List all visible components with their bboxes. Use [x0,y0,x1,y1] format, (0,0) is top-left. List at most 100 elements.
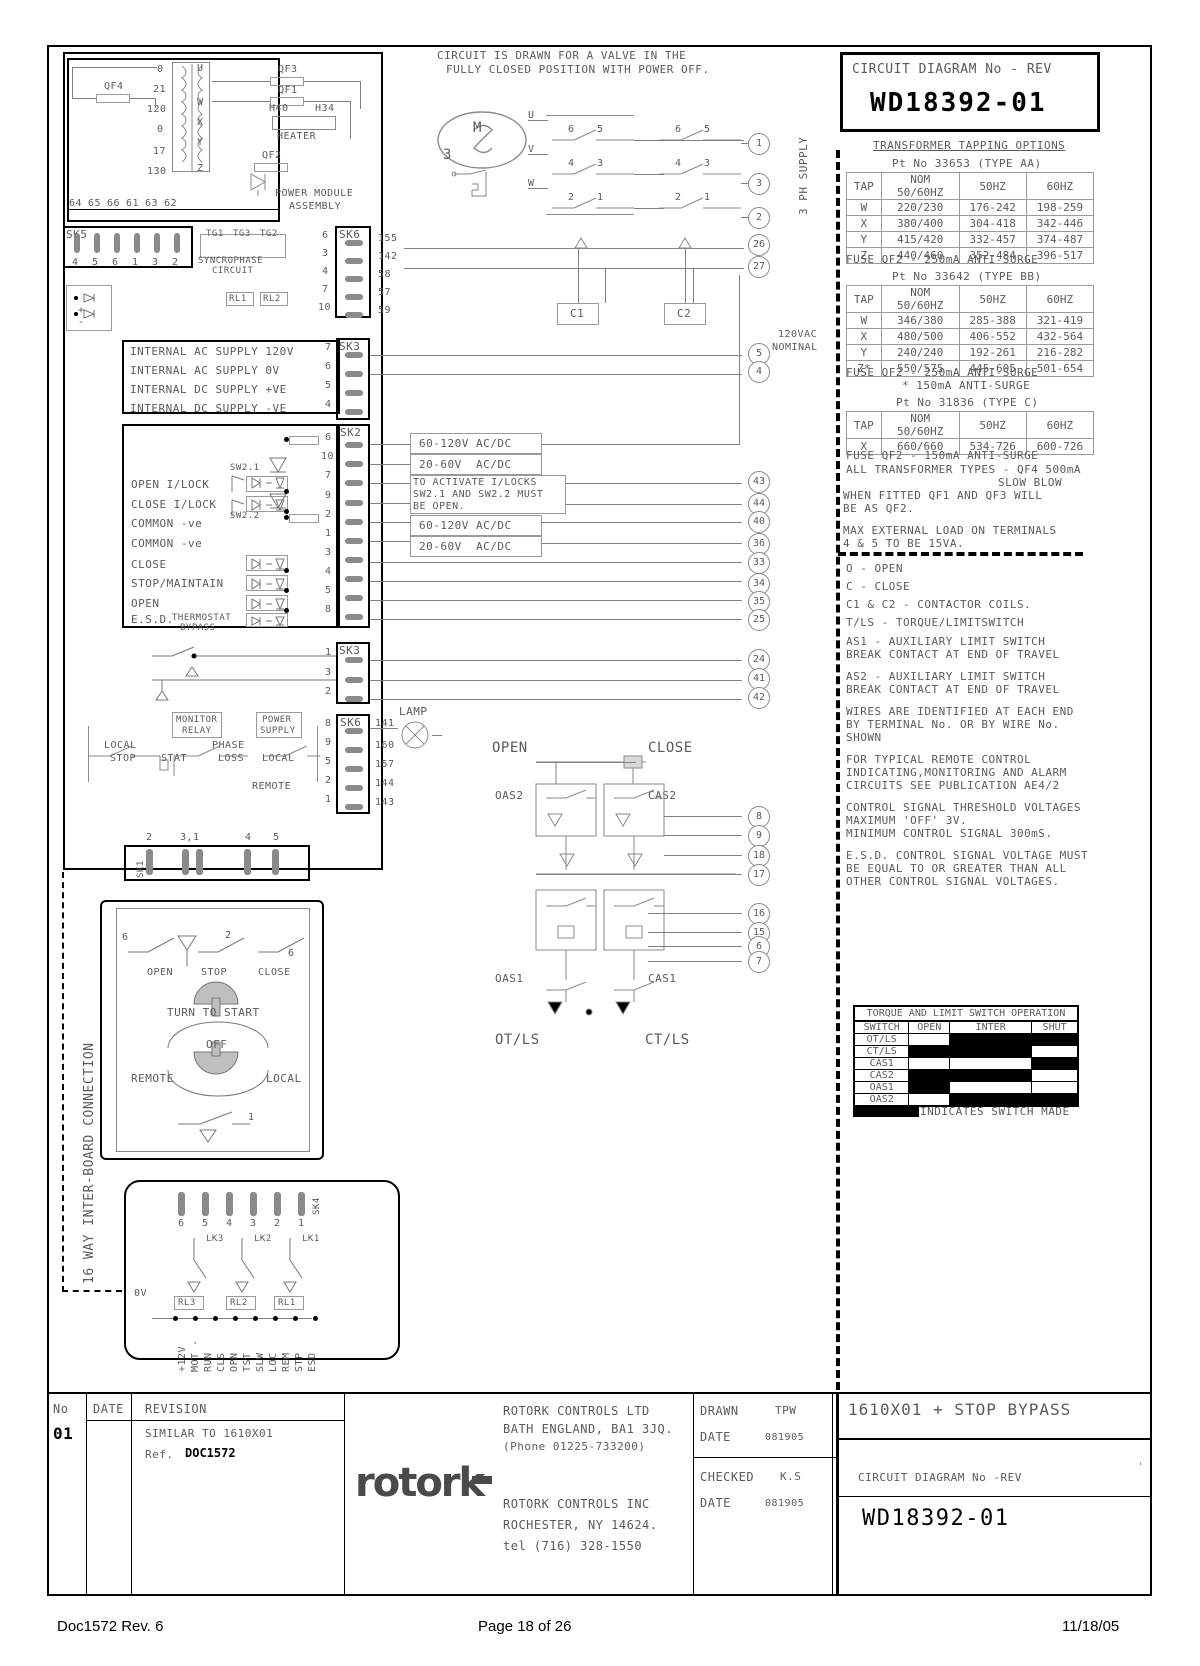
c1-sw-3: 3 [597,158,604,169]
sk6-top-pinbar-4 [345,312,363,318]
top-note-line1: CIRCUIT IS DRAWN FOR A VALVE IN THE [437,49,687,62]
rev-no-label: No [53,1402,69,1416]
sk6l-pinbar-4 [345,804,363,810]
lamp-icon [401,721,429,749]
sw21-label: SW2.1 [230,463,260,473]
top-note-line2: FULLY CLOSED POSITION WITH POWER OFF. [446,63,710,76]
voltage-box-3-label: 60-120V AC/DC [419,519,512,532]
sk6-top-pin-7: 7 [322,284,329,295]
transformer-note-1: SLOW BLOW [998,476,1063,489]
phase-v: V [528,144,535,155]
legend-line-8: WIRES ARE IDENTIFIED AT EACH END [846,705,1074,718]
oas2-label: OAS2 [495,789,524,802]
sk6l-pin-8: 8 [325,718,332,729]
rev-marker: ' [1138,1462,1144,1472]
contactor-arrows [574,237,692,249]
sk6-top-pinbar-2 [345,276,363,282]
winding-letter-u: U [197,63,204,74]
contact-num-6a: 6 [122,932,129,943]
monitor-relay-2: RELAY [182,726,212,736]
terminal-33: 33 [748,552,770,574]
fuse-qf2-label: QF2 [262,150,282,161]
voltage-box-4-label: 20-60V AC/DC [419,540,512,553]
sk2-label-common1: COMMON -ve [131,517,203,530]
legend-line-17: E.S.D. CONTROL SIGNAL VOLTAGE MUST [846,849,1089,862]
c2-sw-6: 6 [675,124,682,135]
sk1-pin-31: 3,1 [180,832,200,843]
legend-line-11: FOR TYPICAL REMOTE CONTROL [846,753,1032,766]
interboard-dash-bottom [62,1290,122,1292]
sk4-pinbar-4 [226,1192,233,1216]
legend-line-2: C1 & C2 - CONTACTOR COILS. [846,598,1032,611]
sk3l-pinbar-2 [345,696,363,702]
sk4-pin-6: 6 [178,1218,185,1229]
stat-label: STAT [161,753,188,764]
pin-label-tst: TST [242,1352,253,1372]
drawing-number-box [840,52,1100,132]
legend-divider [838,552,1083,556]
supply-label: 3 PH SUPPLY [797,136,810,215]
fuse-qf3-label: QF3 [278,64,298,75]
transformer-heading: TRANSFORMER TAPPING OPTIONS [873,139,1066,152]
sk5-pinnum-5: 5 [92,257,99,268]
selector-contacts [88,745,320,776]
tg3-label: TG3 [233,229,251,239]
heater-box [272,116,336,130]
voltage-box-4 [410,536,542,557]
bridge-plus: + [78,305,85,316]
sk6l-wire-143: 143 [375,797,395,808]
sk4-pin-4: 4 [226,1218,233,1229]
sk3-upper-connector [336,338,370,420]
sk6-top-pinbar-1 [345,258,363,264]
sk2-pin-1: 1 [325,528,332,539]
sk1-pin-5: 5 [273,832,280,843]
opto-esd [246,613,288,627]
tap-label-21: 21 [153,84,167,95]
winding-letter-y: Y [197,137,204,148]
sk1-pinbar-4 [272,849,279,875]
sk2-label-open: OPEN [131,597,160,610]
sk5-pinnum-2: 2 [172,257,179,268]
sk6l-pin-9: 9 [325,737,332,748]
c2-sw-4: 4 [675,158,682,169]
terminal-2: 2 [748,207,770,229]
knob-arcs [167,1021,269,1097]
ilock-note-2: SW2.1 AND SW2.2 MUST [413,489,544,500]
syncrophase-label-2: CIRCUIT [212,266,254,276]
rl2b-label: RL2 [230,1298,248,1308]
sk3u-pinbar-3 [345,409,363,415]
sk1-label: SK1 [136,860,146,878]
contactor-coil-c1-label: C1 [570,307,585,320]
remote-knob-label: REMOTE [131,1072,174,1085]
contactor-coil-c2-label: C2 [677,307,692,320]
switch-row-cas1: CAS1 [853,1057,1079,1070]
sk6-lower-connector [336,714,370,814]
switch-row-oas2: OAS2 [853,1093,1079,1107]
legend-line-3: T/LS - TORQUE/LIMITSWITCH [846,616,1025,629]
rotork-logo-dash [472,1476,492,1484]
sk6l-pinbar-1 [345,747,363,753]
transformer-note-0: ALL TRANSFORMER TYPES - QF4 500mA [846,463,1082,476]
turn-to-start-knob [193,981,239,1017]
motor-symbol [437,111,527,169]
sk2-label-common2: COMMON -ve [131,537,203,550]
terminal-17: 17 [748,864,770,886]
internal-supply-3: INTERNAL DC SUPPLY -VE [130,402,287,415]
internal-supply-2: INTERNAL DC SUPPLY +VE [130,383,287,396]
sk4-pin-1: 1 [298,1218,305,1229]
local-remote-knob [193,1041,239,1075]
phase-u: U [528,110,535,121]
sk3l-pin-3: 3 [325,667,332,678]
power-module-label-2: ASSEMBLY [289,201,342,212]
pushbutton-contacts [128,935,305,966]
sk5-pin-5 [94,233,100,253]
ilock-note-3: BE OPEN. [413,501,466,512]
contact-num-2: 2 [225,930,232,941]
fuse-qf1-label: QF1 [278,85,298,96]
